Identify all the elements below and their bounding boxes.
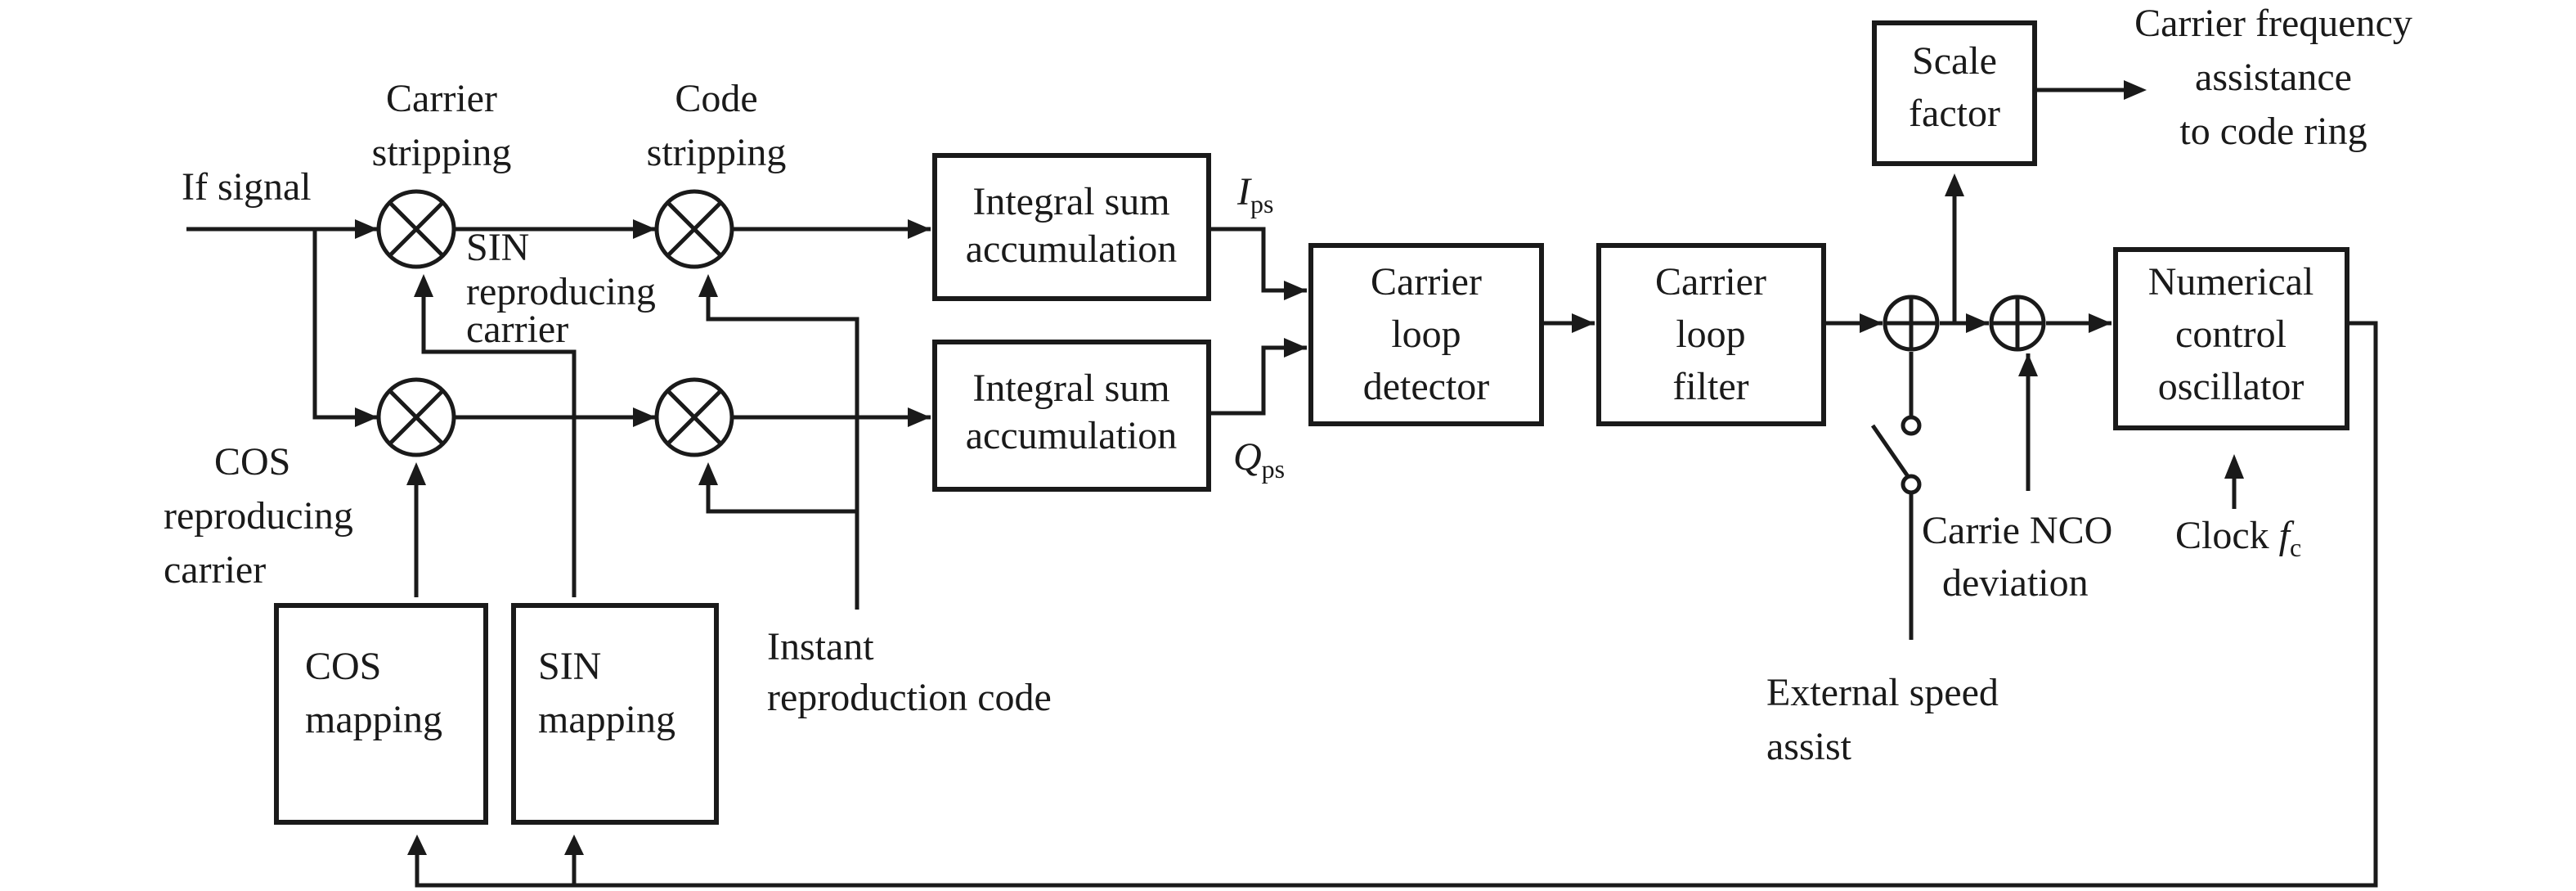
block-label: SIN <box>538 645 601 688</box>
switch-contact-bottom <box>1901 474 1922 495</box>
carrier-loop-detector-block: Carrier loop detector <box>1308 243 1544 426</box>
arrowhead <box>908 219 931 239</box>
integral-sum-top-block: Integral sum accumulation <box>932 153 1211 301</box>
arrowhead <box>2018 353 2038 376</box>
sin-mapping-to-mixer-line <box>421 285 577 597</box>
arrowhead <box>406 462 426 485</box>
block-label: loop <box>1391 313 1461 356</box>
if-signal-branch-line <box>312 229 378 420</box>
arrowhead <box>564 835 584 855</box>
cos-mapping-block: COS mapping <box>274 603 488 825</box>
arrowhead <box>1284 338 1307 358</box>
code-stripping-label: stripping <box>647 131 787 174</box>
arrowhead <box>1966 313 1989 333</box>
arrowhead <box>1284 281 1307 300</box>
block-label: Scale <box>1912 39 1997 83</box>
carrier-loop-filter-block: Carrier loop filter <box>1596 243 1826 426</box>
connection-lines <box>186 88 2378 888</box>
block-label: Integral sum <box>972 180 1169 223</box>
external-speed-assist-label: External speed <box>1766 671 1999 714</box>
block-label: Numerical <box>2148 260 2314 304</box>
summing-junction-2 <box>1989 295 2046 352</box>
carrier-frequency-assistance-label: Carrier frequency <box>2134 2 2412 45</box>
arrowhead <box>1572 313 1595 333</box>
carrier-frequency-assistance-label: assistance <box>2195 56 2352 99</box>
arrowhead <box>698 274 718 297</box>
arrowhead <box>633 219 656 239</box>
cos-reproducing-carrier-label: carrier <box>164 548 266 592</box>
qps-label: Qps <box>1233 435 1285 484</box>
arrowhead <box>355 219 378 239</box>
scale-factor-block: Scale factor <box>1872 20 2037 166</box>
ips-label: Ips <box>1236 170 1273 218</box>
external-speed-assist-label: assist <box>1766 725 1852 768</box>
instant-reproduction-code-label: Instant <box>767 625 874 668</box>
nco-block: Numerical control oscillator <box>2113 247 2349 430</box>
arrowhead <box>908 407 931 427</box>
carrie-nco-deviation-label: Carrie NCO <box>1922 509 2112 552</box>
block-label: mapping <box>305 698 442 741</box>
arrowhead <box>2224 454 2244 479</box>
q-code-mixer <box>654 377 734 457</box>
arrowhead <box>698 462 718 485</box>
block-label: filter <box>1672 365 1748 408</box>
arrowhead <box>1860 313 1883 333</box>
instant-reproduction-code-label: reproduction code <box>767 676 1052 719</box>
switch-contact-top <box>1901 415 1922 436</box>
arrowhead <box>1945 173 1964 196</box>
nco-feedback-line <box>415 321 2378 888</box>
block-label: accumulation <box>966 227 1178 271</box>
ips-line <box>1209 227 1307 293</box>
arrowhead <box>414 274 433 297</box>
block-label: detector <box>1363 365 1490 408</box>
arrowhead <box>2124 80 2147 100</box>
if-signal-label: If signal <box>182 165 312 209</box>
carrier-stripping-mixer <box>376 189 456 269</box>
code-bottom-line <box>706 473 857 514</box>
block-label: control <box>2175 313 2287 356</box>
qps-line <box>1209 345 1307 416</box>
block-label: COS <box>305 645 381 688</box>
block-label: Carrier <box>1655 260 1766 304</box>
arrowhead <box>2089 313 2112 333</box>
integral-sum-bottom-block: Integral sum accumulation <box>932 340 1211 492</box>
sin-reproducing-carrier-label: SIN <box>466 226 529 269</box>
sin-mapping-block: SIN mapping <box>511 603 719 825</box>
block-label: Carrier <box>1371 260 1482 304</box>
switch-blade <box>1870 424 1914 483</box>
arrowhead <box>633 407 656 427</box>
code-top-line <box>706 285 859 610</box>
arrowheads <box>355 80 2244 855</box>
block-label: factor <box>1909 92 2000 135</box>
block-label: oscillator <box>2158 365 2304 408</box>
block-label: loop <box>1676 313 1745 356</box>
cos-reproducing-carrier-label: COS <box>214 440 290 484</box>
cos-reproducing-carrier-label: reproducing <box>164 494 353 538</box>
block-label: Integral sum <box>972 367 1169 410</box>
arrowhead <box>407 835 427 855</box>
carrier-frequency-assistance-label: to code ring <box>2179 110 2367 153</box>
block-label: mapping <box>538 698 675 741</box>
summing-junction-1 <box>1883 295 1940 352</box>
arrowhead <box>355 407 378 427</box>
code-stripping-mixer <box>654 189 734 269</box>
sin-reproducing-carrier-label: carrier <box>466 308 568 351</box>
carrier-stripping-label: Carrier <box>386 77 497 120</box>
code-stripping-label: Code <box>675 77 757 120</box>
block-label: accumulation <box>966 414 1178 457</box>
clock-label: Clock fc <box>2175 514 2301 562</box>
carrier-stripping-label: stripping <box>372 131 512 174</box>
sin-reproducing-carrier-label: reproducing <box>466 270 656 313</box>
carrie-nco-deviation-label: deviation <box>1942 561 2089 605</box>
cos-carrier-mixer <box>376 377 456 457</box>
